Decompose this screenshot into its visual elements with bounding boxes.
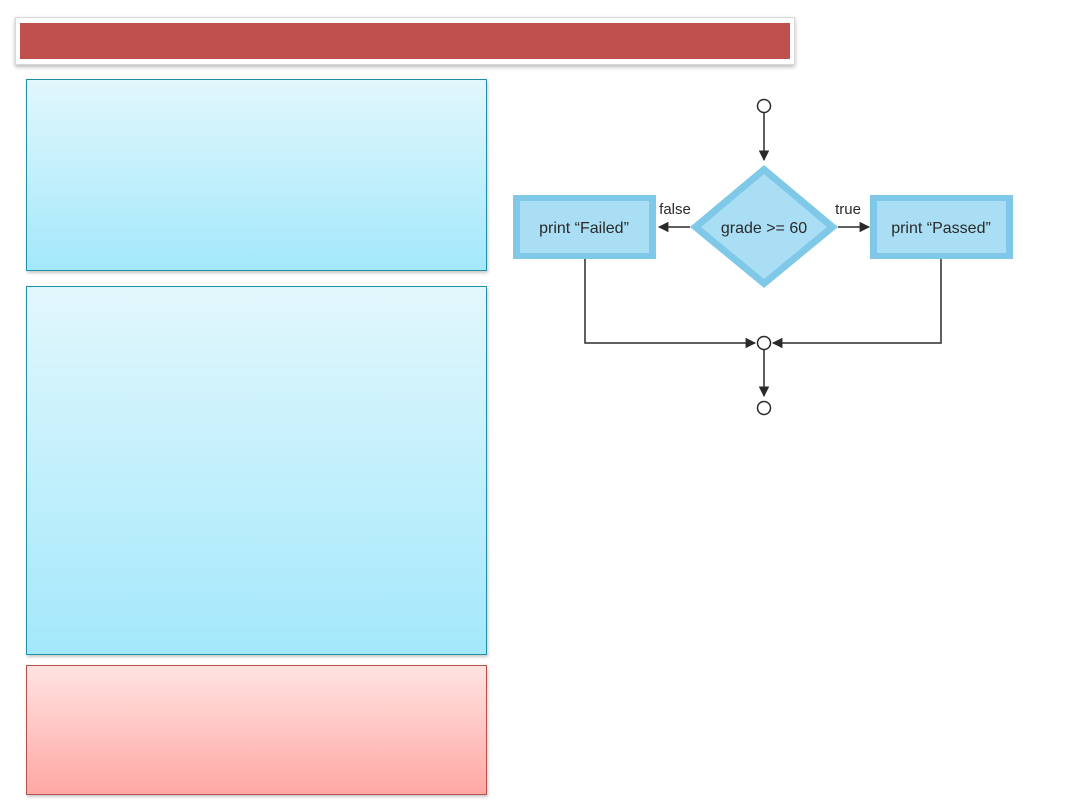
- content-panel-3: [26, 665, 487, 795]
- title-bar: [15, 17, 795, 65]
- decision-node: grade >= 60: [690, 165, 838, 288]
- decision-label: grade >= 60: [721, 220, 807, 237]
- action-passed-label: print “Passed”: [891, 220, 991, 237]
- edge-failed-to-merge: [584, 259, 757, 349]
- slide-title: [20, 23, 790, 59]
- content-panel-2: [26, 286, 487, 655]
- content-panel-1: [26, 79, 487, 271]
- false-guard-label: false: [659, 201, 691, 218]
- action-passed: print “Passed”: [870, 195, 1013, 259]
- action-failed-label: print “Failed”: [539, 220, 629, 237]
- true-guard-label: true: [835, 201, 861, 218]
- edge-passed-to-merge: [771, 259, 942, 349]
- initial-node: [756, 98, 772, 114]
- action-failed: print “Failed”: [513, 195, 656, 259]
- merge-node: [756, 335, 772, 351]
- final-node: [756, 400, 772, 416]
